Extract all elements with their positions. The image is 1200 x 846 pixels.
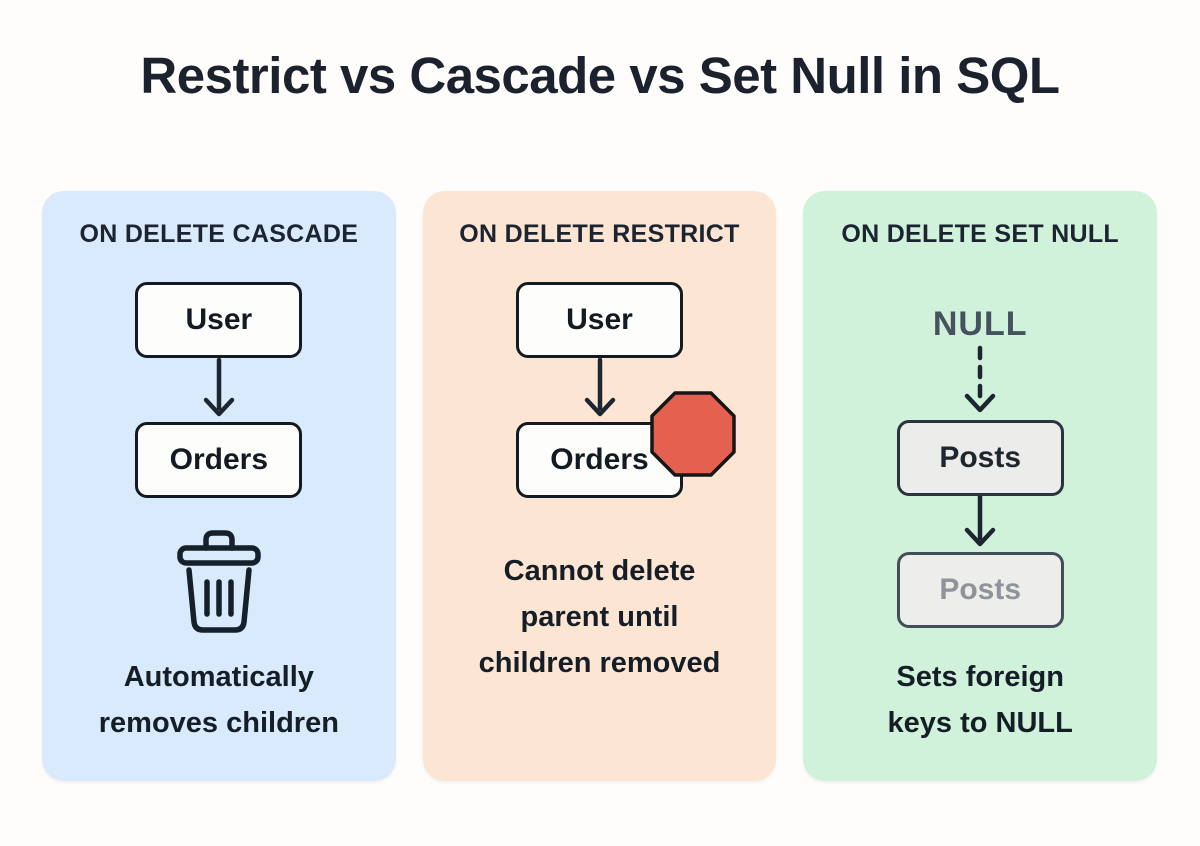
panel-on-delete-restrict: ON DELETE RESTRICT User Orders Cannot de… bbox=[422, 191, 777, 781]
trash-icon bbox=[177, 530, 261, 633]
user-box: User bbox=[516, 282, 683, 358]
user-box: User bbox=[135, 282, 303, 358]
setnull-caption: Sets foreign keys to NULL bbox=[887, 661, 1073, 739]
user-box-label: User bbox=[566, 303, 633, 336]
arrow-down-icon bbox=[203, 358, 235, 417]
user-box-label: User bbox=[185, 303, 253, 336]
posts-box-label: Posts bbox=[939, 441, 1022, 474]
page-title: Restrict vs Cascade vs Set Null in SQL bbox=[140, 47, 1060, 104]
posts-box: Posts bbox=[896, 420, 1064, 496]
orders-box-label: Orders bbox=[550, 443, 649, 476]
panel-on-delete-cascade: ON DELETE CASCADE User Orders bbox=[42, 191, 396, 781]
null-label: NULL bbox=[932, 305, 1028, 343]
panel-heading: ON DELETE RESTRICT bbox=[459, 220, 740, 248]
posts-box-grayed: Posts bbox=[896, 552, 1064, 628]
cascade-caption: Automatically removes children bbox=[98, 661, 339, 739]
orders-box-with-stop: Orders bbox=[516, 391, 736, 498]
panel-heading: ON DELETE SET NULL bbox=[841, 220, 1119, 248]
arrow-down-icon bbox=[964, 496, 996, 547]
posts-box-grayed-label: Posts bbox=[939, 573, 1022, 606]
arrow-down-icon bbox=[584, 358, 615, 417]
orders-box: Orders bbox=[135, 422, 303, 498]
panels-row: ON DELETE CASCADE User Orders bbox=[42, 191, 1158, 781]
panel-on-delete-set-null: ON DELETE SET NULL NULL Posts Posts bbox=[803, 191, 1158, 781]
infographic: Restrict vs Cascade vs Set Null in SQL O… bbox=[0, 46, 1200, 846]
stop-octagon-icon bbox=[650, 391, 736, 477]
panel-heading: ON DELETE CASCADE bbox=[79, 220, 359, 248]
dashed-arrow-down-icon bbox=[964, 345, 996, 413]
orders-box-label: Orders bbox=[169, 443, 269, 476]
restrict-caption: Cannot delete parent until children remo… bbox=[478, 555, 721, 679]
